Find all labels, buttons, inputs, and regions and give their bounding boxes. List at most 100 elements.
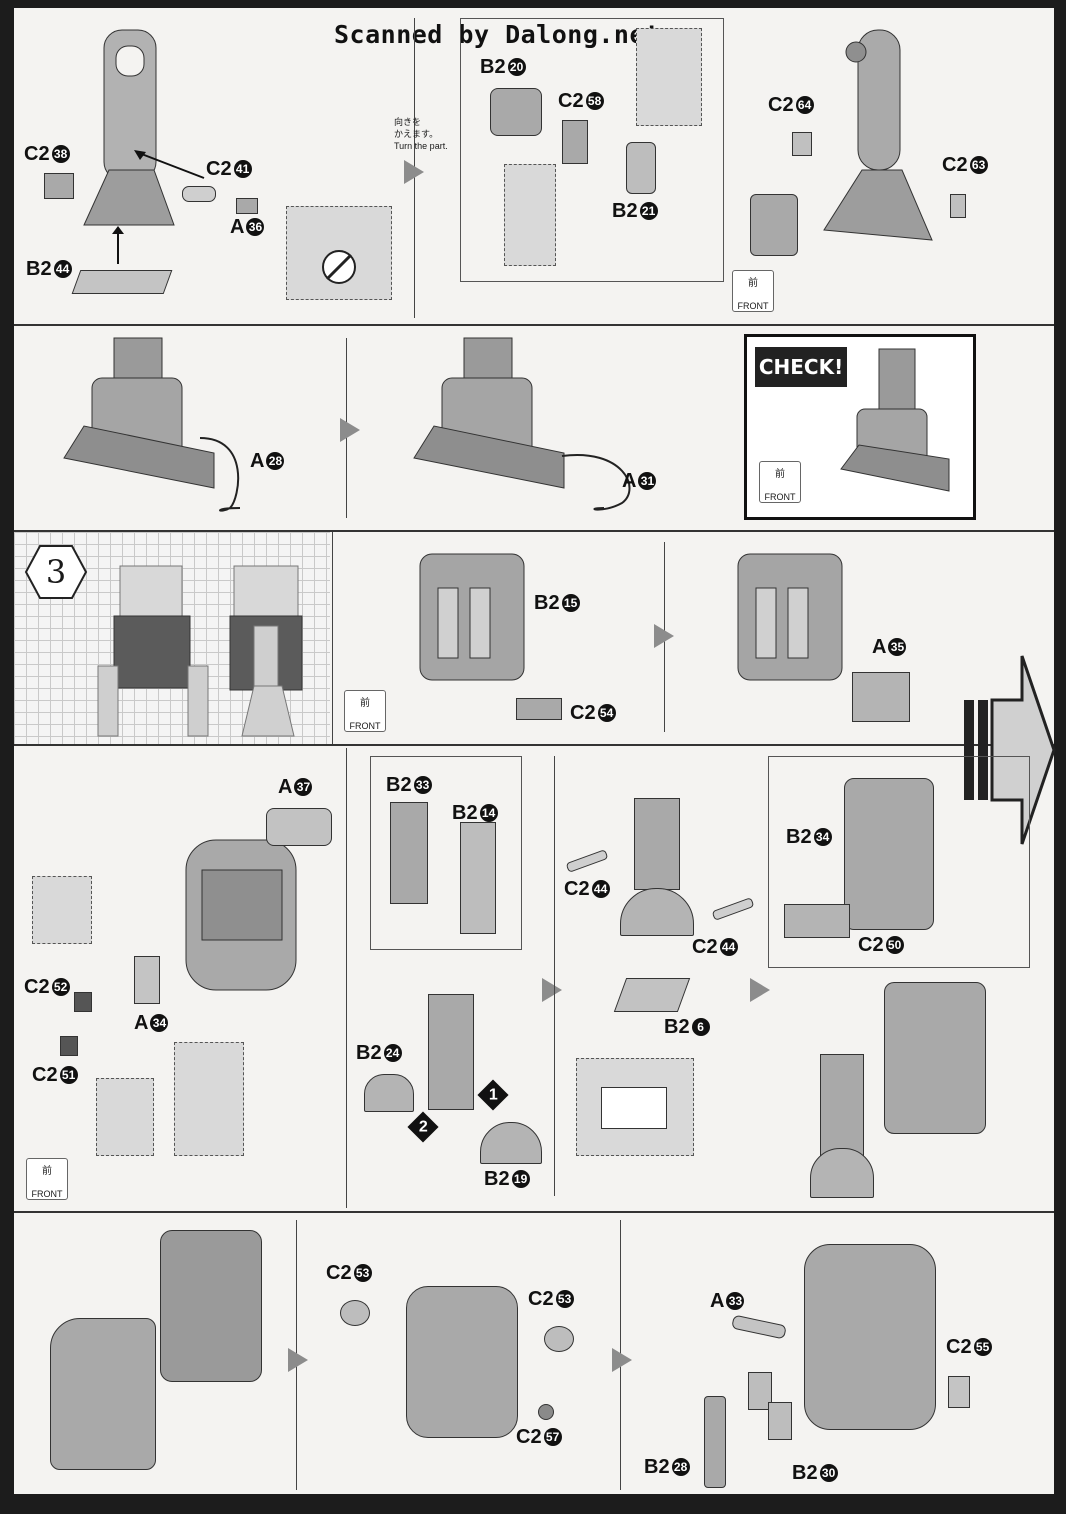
step-arrow-p5b: [612, 1348, 632, 1372]
leg-assembly-drawing-2: [820, 1054, 864, 1156]
step-arrow-p3: [654, 624, 674, 648]
turn-note-jp: 向きを かえます。: [394, 117, 439, 139]
step-arrow-p5a: [288, 1348, 308, 1372]
part-b2-19-drawing: [480, 1122, 542, 1164]
part-b2-28-drawing: [704, 1396, 726, 1488]
part-b2-21-drawing: [626, 142, 656, 194]
body-frame-drawing-3: [884, 982, 986, 1134]
arm-assembly-drawing: [83, 29, 175, 226]
divider-row1: [14, 324, 1054, 326]
droid-reference-side: [229, 565, 303, 737]
subassembly-box-p4b: [768, 756, 1030, 968]
body-frame-drawing-1: [419, 553, 525, 681]
part-b2-20-drawing: [490, 88, 542, 136]
order-mark-2: 2: [407, 1111, 439, 1143]
scan-credit: Scanned by Dalong.net: [334, 20, 661, 49]
foot-cone-drawing: [620, 888, 694, 936]
part-c2-50-drawing: [784, 904, 850, 938]
part-c2-55-drawing: [948, 1376, 970, 1408]
part-c2-51-drawing: [60, 1036, 78, 1056]
next-page-arrow-icon: [964, 655, 1056, 845]
detail-inset-top-left: [32, 876, 92, 944]
part-b2-30b-drawing: [768, 1402, 792, 1440]
part-b2-44-drawing: [71, 270, 173, 294]
part-c2-41-drawing: [182, 186, 216, 202]
part-c2-53-left-drawing: [340, 1300, 370, 1326]
part-b2-33-drawing: [390, 802, 428, 904]
step-arrow-p4b: [750, 978, 770, 1002]
part-b2-14-drawing: [460, 822, 496, 934]
detail-inset-bottom: [504, 164, 556, 266]
cable-a-28-drawing: [199, 437, 241, 512]
turn-note-en: Turn the part.: [394, 141, 448, 151]
part-c2-58-drawing: [562, 120, 588, 164]
body-frame-drawing-2: [737, 553, 843, 681]
arrow-b2-44: [112, 226, 124, 264]
droid-reference-front: [97, 565, 209, 737]
detail-inset-bottom-left: [96, 1078, 154, 1156]
divider-p4a: [346, 748, 347, 1208]
arrow-c2-41: [134, 150, 205, 179]
body-front-half-drawing: [50, 1318, 156, 1470]
divider-p4b: [554, 756, 555, 1196]
step-arrow-p2: [340, 418, 360, 442]
cable-a-31-drawing: [561, 453, 631, 511]
part-b2-24-drawing: [364, 1074, 414, 1112]
leg-core-drawing: [634, 798, 680, 890]
divider-row2: [14, 530, 1054, 532]
detail-inset-bottom-right: [174, 1042, 244, 1156]
divider-row3: [14, 744, 1054, 746]
part-b2-20-placed: [750, 194, 798, 256]
part-c2-38-drawing: [44, 173, 74, 199]
step-hexagon: [24, 545, 88, 599]
part-c2-53-right-drawing: [544, 1326, 574, 1352]
step-number: 3: [45, 553, 67, 591]
detail-inset-no-cut: [286, 206, 392, 300]
body-rear-half-drawing: [160, 1230, 262, 1382]
part-a-36-drawing: [236, 198, 258, 214]
leg-strut-drawing: [428, 994, 474, 1110]
step-arrow-p4a: [542, 978, 562, 1002]
leg-assembly-drawing: [823, 29, 933, 241]
step-arrow-p1: [404, 160, 424, 184]
no-symbol-icon: [322, 250, 356, 284]
part-c2-64-drawing: [792, 132, 812, 156]
part-c2-63-drawing: [950, 194, 966, 218]
foot-drawing-2: [810, 1148, 874, 1198]
check-model-drawing: [840, 348, 950, 492]
body-cylinder-drawing: [406, 1286, 518, 1438]
leg-base-drawing-2: [413, 337, 565, 489]
part-a-35-drawing: [852, 672, 910, 722]
detail-slot-panel: [601, 1087, 667, 1129]
